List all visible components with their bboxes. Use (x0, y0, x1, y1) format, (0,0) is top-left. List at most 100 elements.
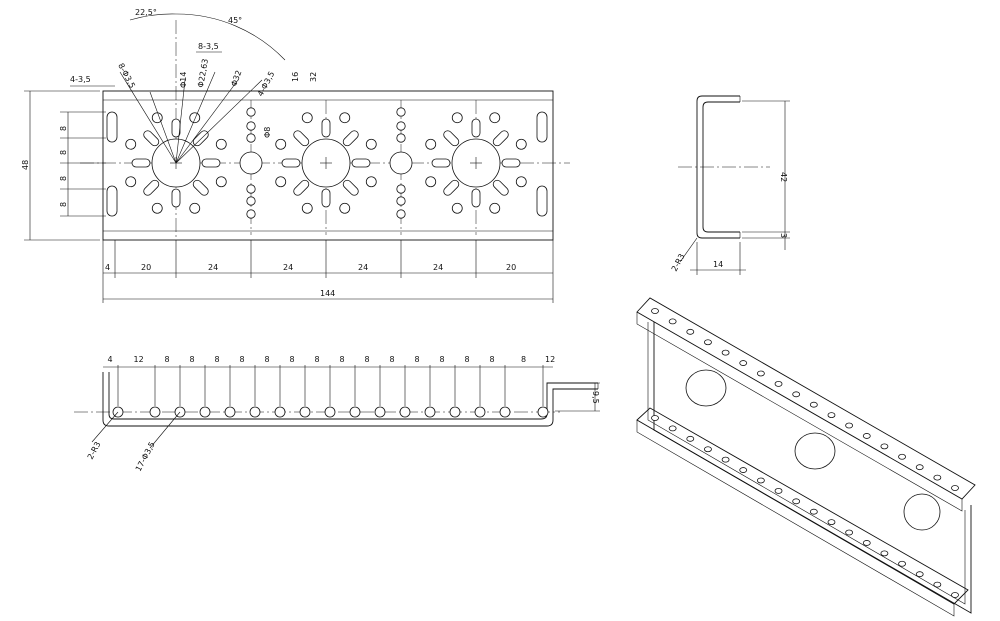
side-height: 42 (779, 172, 788, 182)
ring-hole (275, 138, 287, 150)
column-hole (246, 107, 256, 117)
overall-length: 144 (320, 289, 335, 298)
iso-flange-hole (809, 508, 818, 515)
radial-slot (492, 130, 509, 147)
top-dim-label: 8 (440, 355, 445, 364)
top-holes-callout: 17-Φ3,5 (134, 440, 157, 473)
top-hole (537, 406, 549, 418)
radial-slot (192, 179, 209, 196)
iso-flange-hole (951, 592, 959, 598)
iso-flange-hole (809, 401, 818, 408)
iso-flange-hole (827, 412, 836, 419)
ring-hole (339, 112, 351, 124)
iso-flange-hole (880, 550, 889, 557)
callout-dia-14: Φ14 (179, 72, 188, 88)
bottom-dim-5: 24 (358, 263, 368, 272)
callout-holes-8: 8-Φ3,5 (116, 62, 137, 90)
iso-flange-hole (915, 464, 924, 471)
radial-slot (342, 179, 359, 196)
angle-large-label: 45° (228, 16, 242, 25)
ring-hole (275, 176, 287, 188)
iso-flange-hole (898, 453, 906, 460)
top-hole (474, 406, 486, 418)
radial-slot (143, 130, 160, 147)
iso-flange-hole (951, 485, 959, 491)
radial-slot (431, 158, 451, 168)
top-hole (224, 406, 236, 418)
ring-hole (515, 176, 527, 188)
callout-dia-8: Φ8 (263, 127, 272, 138)
ring-hole (125, 138, 137, 150)
top-hole (449, 406, 461, 418)
top-hole (324, 406, 336, 418)
iso-flange-hole (933, 581, 942, 588)
iso-flange-hole (668, 318, 677, 325)
center-hole-small (239, 151, 263, 175)
slot-pitch-1: 8 (59, 126, 68, 131)
radial-slot (501, 158, 521, 168)
iso-flange-hole (668, 425, 677, 432)
iso-main-hole (794, 432, 836, 470)
column-hole (396, 209, 406, 219)
side-bend-radius: 2-R3 (670, 252, 687, 273)
top-dim-label: 8 (365, 355, 370, 364)
ring-hole (425, 176, 437, 188)
iso-flange-hole (756, 370, 765, 377)
angle-small-label: 22,5° (135, 8, 157, 17)
bottom-dim-1: 4 (105, 263, 110, 272)
column-hole (396, 107, 406, 117)
column-hole (246, 133, 256, 143)
column-hole (396, 184, 406, 194)
callout-dia-22: Φ22,63 (196, 58, 210, 88)
top-dim-label: 8 (490, 355, 495, 364)
front-holes (239, 107, 413, 219)
column-hole (246, 121, 256, 131)
top-hole (274, 406, 286, 418)
ring-hole (125, 176, 137, 188)
ring-hole (189, 202, 201, 214)
iso-flange-hole (704, 446, 712, 453)
end-slot (536, 185, 548, 217)
top-dim-label: 8 (165, 355, 170, 364)
iso-flange-hole (933, 474, 942, 481)
radial-slot (443, 179, 460, 196)
top-hole (374, 406, 386, 418)
iso-flange-hole (827, 519, 836, 526)
ring-hole (301, 112, 313, 124)
radial-slot (492, 179, 509, 196)
radial-slot (293, 179, 310, 196)
ring-hole (215, 176, 227, 188)
radial-slot (171, 118, 181, 138)
top-hole (249, 406, 261, 418)
column-hole (246, 209, 256, 219)
ring-hole (365, 138, 377, 150)
radial-slot (171, 188, 181, 208)
iso-flange-hole (739, 360, 748, 366)
iso-flange-hole (721, 349, 730, 356)
radial-slot (471, 118, 481, 138)
ring-hole (489, 202, 501, 214)
slot-pitch-3: 8 (59, 176, 68, 181)
top-hole (499, 406, 511, 418)
ring-hole (489, 112, 501, 124)
top-radius: 2-R3 (86, 440, 103, 461)
callout-16: 16 (291, 72, 300, 82)
top-dim-label: 8 (240, 355, 245, 364)
bottom-dim-3: 24 (208, 263, 218, 272)
iso-flange-hole (686, 435, 695, 442)
iso-flange-hole (862, 433, 871, 439)
callout-holes-4: 4-Φ3,5 (256, 70, 277, 98)
iso-flange-hole (792, 391, 801, 398)
iso-flange-hole (686, 328, 695, 335)
iso-holes (651, 308, 959, 598)
callout-end-slots: 4-3,5 (70, 75, 91, 84)
radial-slot (293, 130, 310, 147)
plate-outline (102, 90, 554, 241)
iso-main-hole (903, 493, 941, 531)
top-height: 9,5 (591, 391, 600, 404)
callout-32: 32 (309, 72, 318, 82)
radial-slot (471, 188, 481, 208)
top-dim-label: 8 (215, 355, 220, 364)
